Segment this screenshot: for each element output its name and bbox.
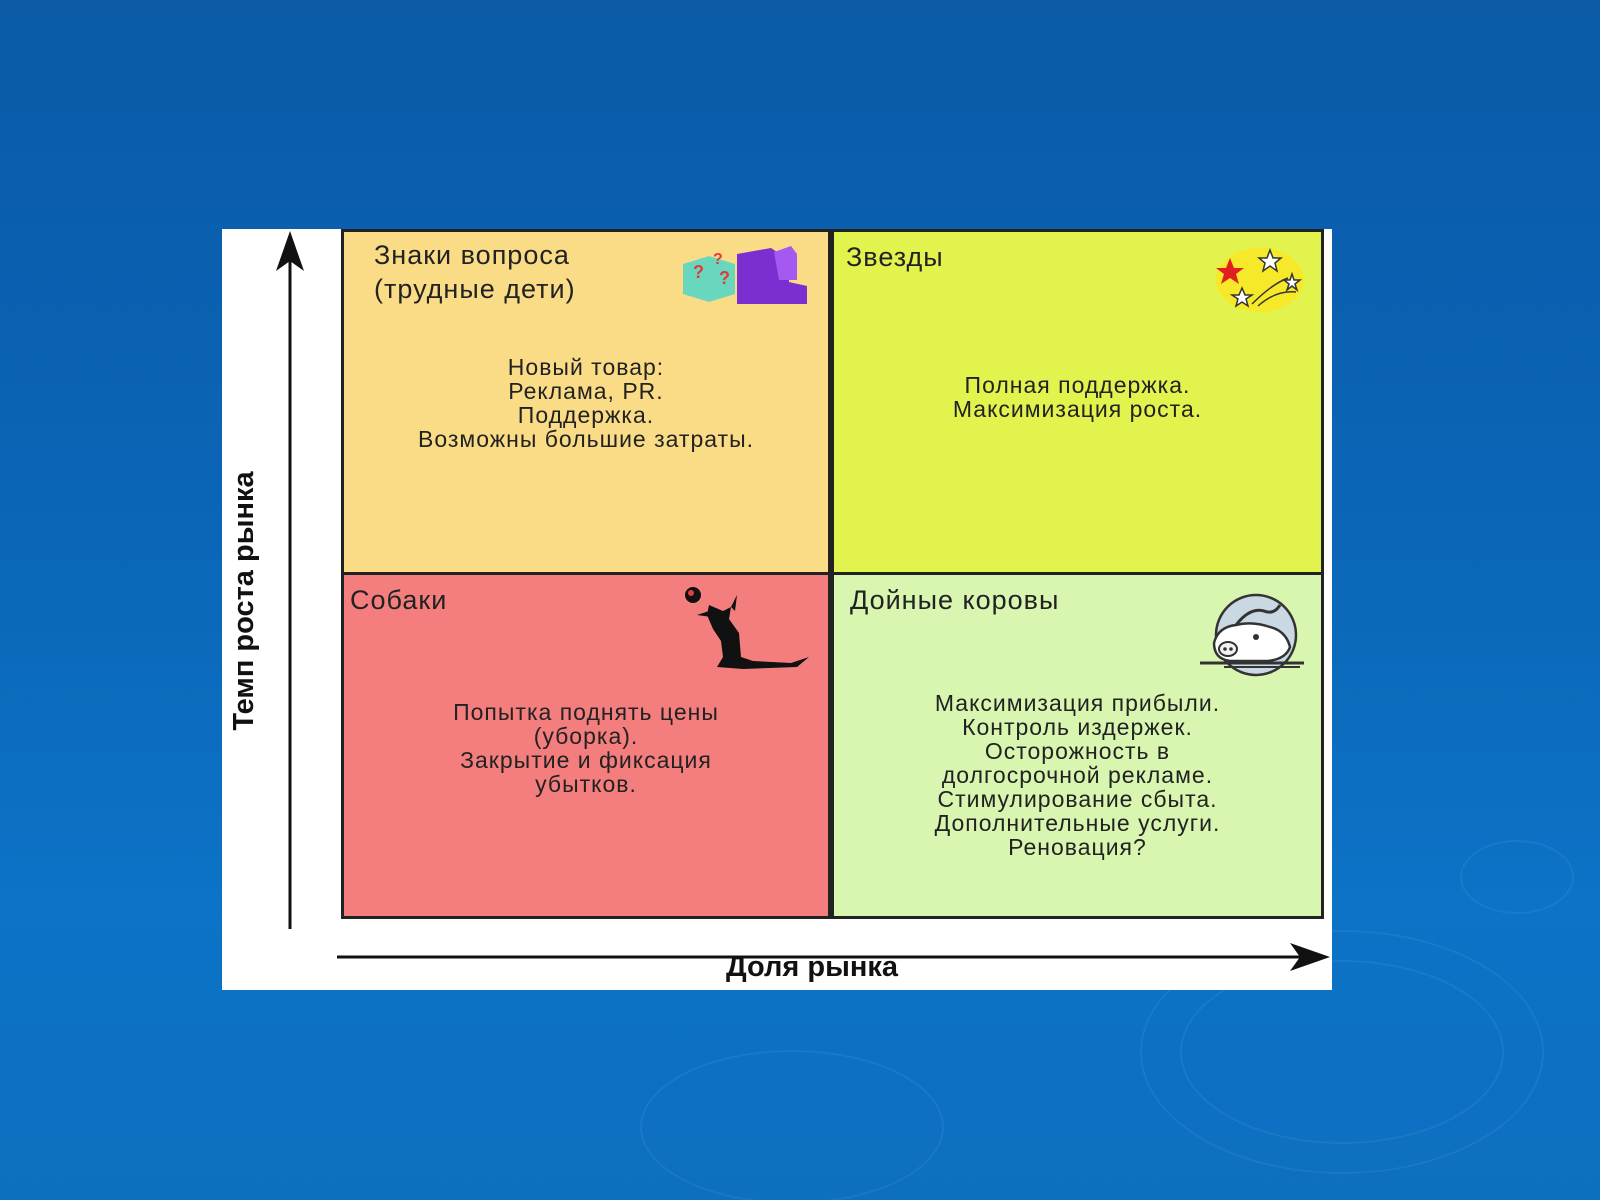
- quadrant-body-line: Новый товар:: [507, 354, 665, 380]
- dog-icon: [685, 587, 809, 669]
- quadrant-body-line: Закрытие и фиксация: [460, 747, 712, 773]
- stars-icon: [1216, 247, 1304, 312]
- y-axis-arrow-icon: [276, 231, 304, 271]
- quadrant-stars: Звезды Полная поддержка. Максимизация ро…: [831, 229, 1324, 575]
- quadrant-body-line: Полная поддержка.: [964, 372, 1191, 398]
- quadrant-body: Новый товар: Реклама, PR. Поддержка. Воз…: [344, 355, 828, 451]
- quadrant-title-line: (трудные дети): [374, 274, 576, 304]
- quadrant-body-line: долгосрочной рекламе.: [941, 762, 1214, 788]
- quadrant-body-line: Осторожность в: [984, 738, 1171, 764]
- quadrant-title: Знаки вопроса (трудные дети): [374, 238, 576, 306]
- quadrant-question-marks: Знаки вопроса (трудные дети) ? ? ? Новый…: [341, 229, 831, 575]
- quadrant-body-line: Поддержка.: [517, 402, 655, 428]
- quadrant-body-line: Максимизация прибыли.: [934, 690, 1221, 716]
- quadrant-body-line: Контроль издержек.: [962, 714, 1193, 740]
- quadrant-title: Звезды: [846, 242, 944, 272]
- bcg-matrix-panel: Темп роста рынка Доля рынка Знаки вопрос…: [222, 229, 1332, 990]
- quadrant-body: Попытка поднять цены (уборка). Закрытие …: [344, 700, 828, 796]
- background-ripple: [640, 1050, 944, 1200]
- quadrant-body-line: Дополнительные услуги.: [934, 810, 1221, 836]
- svg-text:?: ?: [713, 251, 723, 268]
- cow-icon: [1200, 593, 1304, 677]
- quadrant-dogs: Собаки Попытка поднять цены (уборка). За…: [341, 572, 831, 919]
- quadrant-body: Максимизация прибыли. Контроль издержек.…: [834, 691, 1321, 859]
- y-axis-label: Темп роста рынка: [228, 471, 260, 731]
- quadrant-body-line: Возможны большие затраты.: [417, 426, 755, 452]
- quadrant-body: Полная поддержка. Максимизация роста.: [834, 373, 1321, 421]
- x-axis-label: Доля рынка: [725, 951, 899, 983]
- axes: [276, 231, 1330, 971]
- svg-text:?: ?: [693, 262, 704, 282]
- background-ripple: [1460, 840, 1574, 914]
- quadrant-title: Дойные коровы: [850, 585, 1060, 615]
- quadrant-body-line: (уборка).: [533, 723, 639, 749]
- quadrant-body-line: Реновация?: [1008, 834, 1147, 860]
- quadrant-cash-cows: Дойные коровы Максимизация прибыли. Конт…: [831, 572, 1324, 919]
- quadrant-body-line: Стимулирование сбыта.: [937, 786, 1218, 812]
- x-axis-arrow-icon: [1290, 943, 1330, 971]
- quadrant-title: Собаки: [350, 585, 448, 615]
- svg-text:?: ?: [719, 268, 730, 288]
- quadrant-body-line: Реклама, PR.: [508, 378, 664, 404]
- background-ripple: [1140, 930, 1544, 1174]
- quadrant-title-line: Знаки вопроса: [374, 240, 570, 270]
- quadrant-body-line: Попытка поднять цены: [453, 699, 719, 725]
- question-marks-icon: ? ? ?: [683, 246, 807, 304]
- quadrant-body-line: Максимизация роста.: [952, 396, 1203, 422]
- quadrant-body-line: убытков.: [535, 771, 637, 797]
